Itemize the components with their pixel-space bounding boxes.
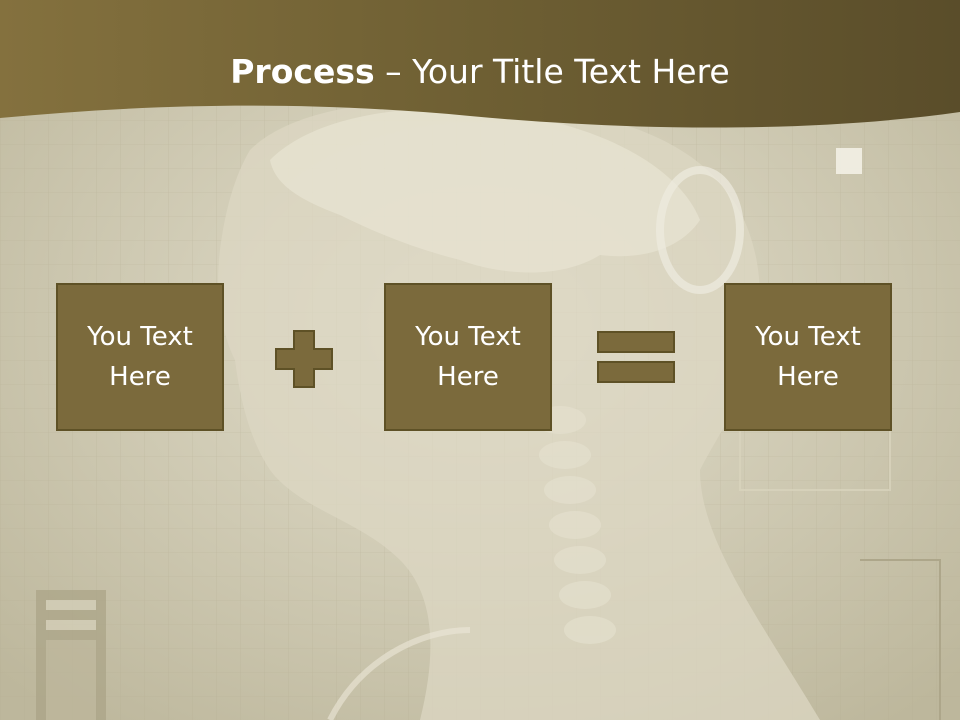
equals-icon [597, 331, 675, 383]
process-box-3-text: You Text Here [755, 322, 861, 392]
process-box-2[interactable]: You Text Here [384, 283, 552, 431]
title-rest: – Your Title Text Here [374, 52, 730, 91]
process-box-3[interactable]: You Text Here [724, 283, 892, 431]
process-box-1[interactable]: You Text Here [56, 283, 224, 431]
process-box-2-text: You Text Here [415, 322, 521, 392]
plus-icon [275, 330, 333, 388]
title-banner [0, 0, 960, 128]
process-box-1-text: You Text Here [87, 322, 193, 392]
slide-title: Process – Your Title Text Here [0, 52, 960, 91]
title-bold: Process [230, 52, 375, 91]
